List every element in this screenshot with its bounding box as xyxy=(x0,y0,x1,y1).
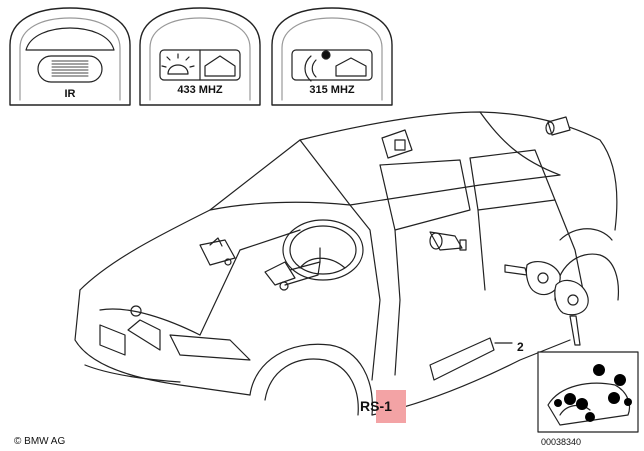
drawing-number: 00038340 xyxy=(541,437,582,447)
rs1-label: RS-1 xyxy=(360,398,392,414)
rs1-badge xyxy=(376,390,406,423)
car-outline-icon xyxy=(74,111,620,416)
copyright-text: © BMW AG xyxy=(14,436,66,447)
433mhz-key-label: 433 MHZ xyxy=(177,84,223,96)
steering-wheel-icon xyxy=(264,219,364,291)
lock-cylinder-icon xyxy=(429,231,467,251)
key-strip-part-icon xyxy=(429,337,513,381)
trunk-lock-icon xyxy=(545,116,571,136)
inset-overview-icon xyxy=(537,351,639,433)
bonnet-module-icon xyxy=(199,237,236,266)
315mhz-key-fob-icon xyxy=(271,7,393,106)
key-icon xyxy=(504,261,589,346)
receiver-module-icon xyxy=(381,129,413,159)
433mhz-key-fob-icon xyxy=(139,7,261,106)
ir-key-label: IR xyxy=(64,88,76,100)
part-2-callout: 2 xyxy=(517,340,524,354)
315mhz-key-label: 315 MHZ xyxy=(309,84,355,96)
ir-key-fob-icon xyxy=(9,7,131,106)
